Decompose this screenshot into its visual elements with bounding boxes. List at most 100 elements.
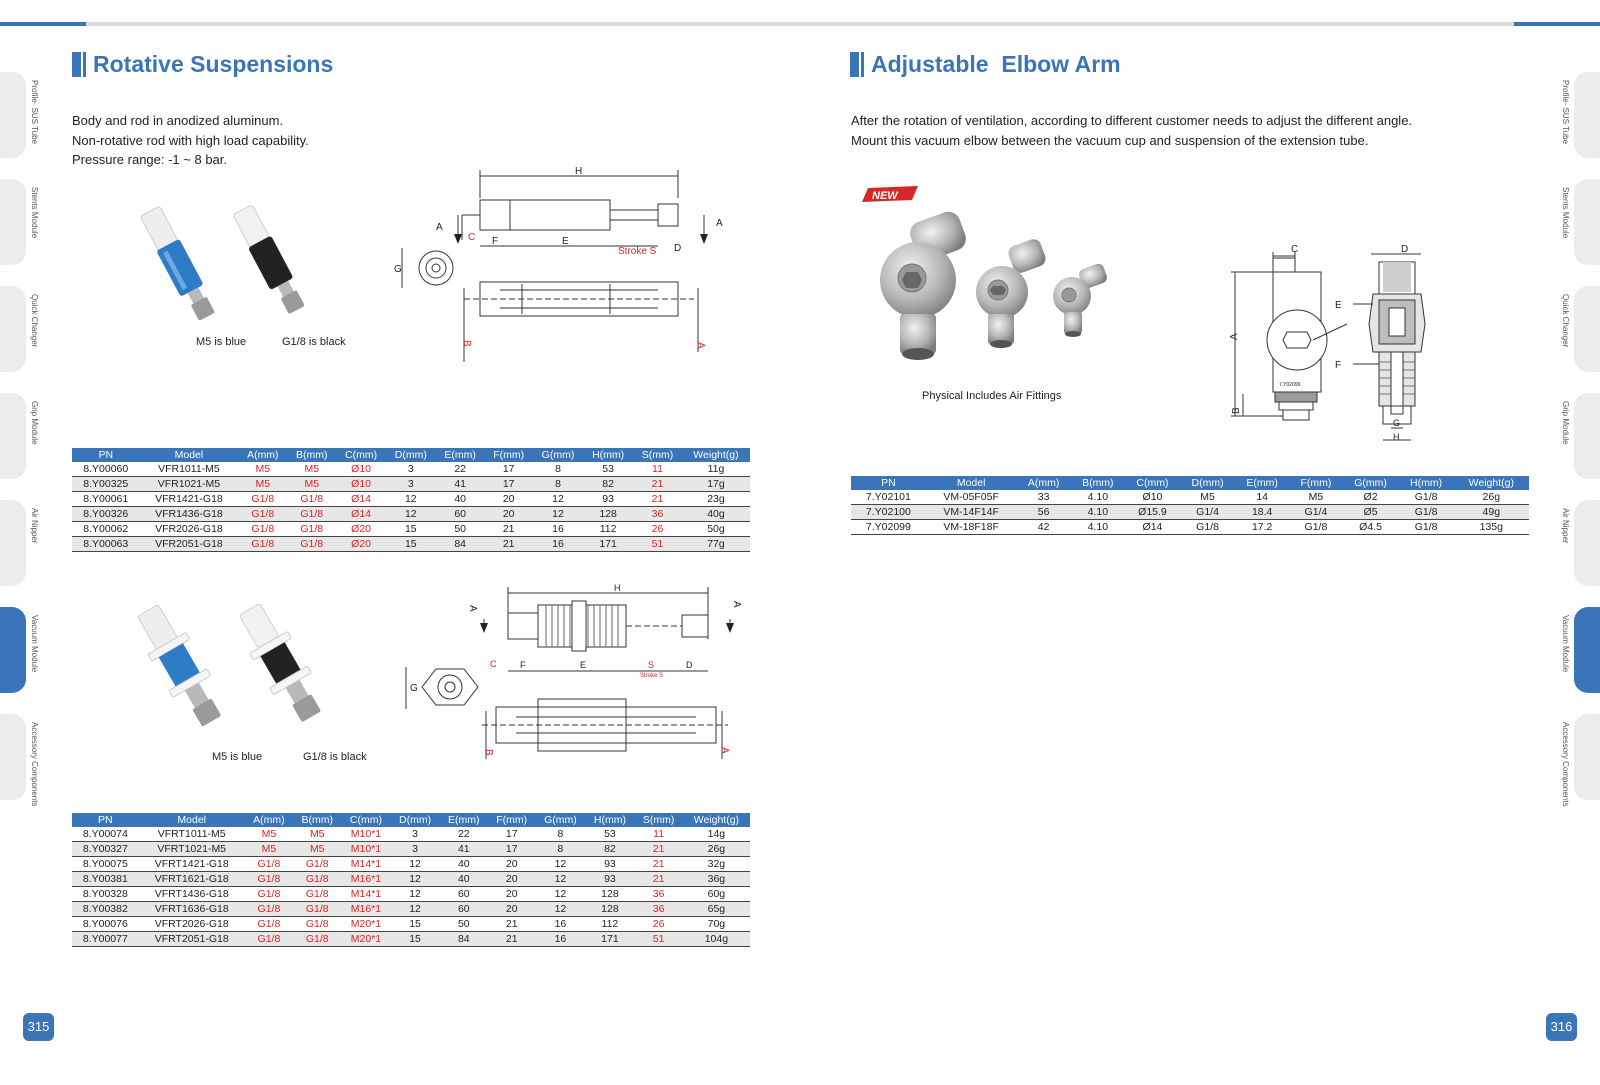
table-cell: G1/8 <box>244 886 294 902</box>
table-cell: Ø4.5 <box>1342 519 1399 535</box>
table-cell: 50 <box>439 916 488 932</box>
table-cell: 21 <box>484 521 533 537</box>
table-cell: 3 <box>390 841 440 857</box>
table-cell: 12 <box>535 901 586 917</box>
table-cell: G1/8 <box>244 856 294 872</box>
table-cell: G1/8 <box>244 916 294 932</box>
table-cell: VM-05F05F <box>925 490 1017 505</box>
description-line: Pressure range: -1 ~ 8 bar. <box>72 152 228 167</box>
table-cell: VFRT1421-G18 <box>138 856 245 872</box>
side-tab-grip-module[interactable]: Grip Module <box>0 393 39 479</box>
table-header: D(mm) <box>390 813 440 827</box>
table-cell: 171 <box>583 536 633 552</box>
side-tab-accessory-components[interactable]: Accessory Components <box>0 714 39 806</box>
table-cell: VM-14F14F <box>925 504 1017 520</box>
side-tab-vacuum-module[interactable]: Vacuum Module <box>0 607 39 693</box>
table-cell: Ø10 <box>1124 490 1180 505</box>
side-tab-label: Vacuum Module <box>1561 615 1570 673</box>
table-cell: 84 <box>435 536 485 552</box>
table-cell: Ø15.9 <box>1124 504 1180 520</box>
table-header: B(mm) <box>1070 476 1125 490</box>
table-header: B(mm) <box>293 813 342 827</box>
side-tab-quick-changer[interactable]: Quick Changer <box>1561 286 1600 372</box>
table-cell: 11 <box>633 462 682 477</box>
table-cell: G1/8 <box>1398 490 1454 505</box>
table-cell: 23g <box>681 491 750 507</box>
table-header: F(mm) <box>1289 476 1343 490</box>
side-tabs-right: Profile· SUS Tube Stents Module Quick Ch… <box>1561 72 1600 821</box>
table-cell: VFR1011-M5 <box>139 462 239 477</box>
table-header: Weight(g) <box>1453 476 1529 490</box>
new-badge: NEW <box>862 186 918 202</box>
table-cell: G1/8 <box>1180 519 1236 535</box>
table-header: H(mm) <box>585 813 635 827</box>
table-cell: 3 <box>385 476 436 492</box>
table-cell: 20 <box>487 901 536 917</box>
side-tab-profile-sus-tube[interactable]: Profile· SUS Tube <box>0 72 39 158</box>
table-cell: 21 <box>487 931 536 947</box>
table-cell: 128 <box>583 506 633 522</box>
dim-label-a: A <box>731 601 742 608</box>
table-cell: 22 <box>439 827 488 842</box>
table-cell: 8.Y00061 <box>72 491 140 507</box>
table-cell: VFRT1436-G18 <box>138 886 245 902</box>
dim-label-d: D <box>1401 244 1408 255</box>
table-header: C(mm) <box>1124 476 1180 490</box>
table-cell: 8 <box>532 476 584 492</box>
table-cell: 8.Y00060 <box>72 462 140 477</box>
table-cell: 41 <box>435 476 485 492</box>
table-cell: G1/8 <box>244 871 294 887</box>
side-tab-grip-module[interactable]: Grip Module <box>1561 393 1600 479</box>
side-tab-air-nipper[interactable]: Air Nipper <box>0 500 39 586</box>
table-cell: G1/8 <box>287 521 337 537</box>
dim-label-f: F <box>1335 360 1341 371</box>
table-cell: M16*1 <box>341 901 391 917</box>
side-tab-stents-module[interactable]: Stents Module <box>1561 179 1600 265</box>
table-cell: 17 <box>484 462 533 477</box>
table-cell: M10*1 <box>341 827 391 842</box>
table-cell: 12 <box>390 901 440 917</box>
table-cell: 16 <box>535 931 586 947</box>
table-cell: M20*1 <box>341 931 391 947</box>
table-cell: VFR1436-G18 <box>139 506 239 522</box>
table-cell: G1/8 <box>238 521 288 537</box>
table-cell: G1/8 <box>238 491 288 507</box>
table-cell: 16 <box>532 536 584 552</box>
product-photo-elbow-arm <box>880 211 1107 360</box>
table-cell: VM-18F18F <box>925 519 1017 535</box>
table-cell: 77g <box>681 536 750 552</box>
table-cell: 49g <box>1453 504 1529 520</box>
table-cell: 82 <box>583 476 633 492</box>
table-cell: VFRT1621-G18 <box>138 871 245 887</box>
caption-m5-blue: M5 is blue <box>196 336 247 348</box>
product-photo-rotative-suspension-threaded <box>138 603 321 726</box>
table-cell: M5 <box>244 841 294 857</box>
table-cell: M5 <box>287 476 337 492</box>
side-tab-accessory-components[interactable]: Accessory Components <box>1561 714 1600 806</box>
table-header: PN <box>72 448 140 462</box>
table-cell: 8.Y00074 <box>72 827 139 842</box>
new-badge-text: NEW <box>872 190 899 202</box>
side-tab-quick-changer[interactable]: Quick Changer <box>0 286 39 372</box>
table-cell: 8.Y00062 <box>72 521 140 537</box>
table-cell: 16 <box>532 521 584 537</box>
table-cell: 60 <box>439 901 488 917</box>
table-cell: 20 <box>487 886 536 902</box>
table-cell: 22 <box>435 462 485 477</box>
elbow-large <box>880 211 966 360</box>
description-line: After the rotation of ventilation, accor… <box>851 113 1413 128</box>
side-tab-air-nipper[interactable]: Air Nipper <box>1561 500 1600 586</box>
side-tab-stents-module[interactable]: Stents Module <box>0 179 39 265</box>
side-tab-vacuum-module[interactable]: Vacuum Module <box>1561 607 1600 693</box>
table-cell: 15 <box>390 931 440 947</box>
table-cell: 36 <box>634 886 683 902</box>
side-tab-profile-sus-tube[interactable]: Profile· SUS Tube <box>1561 72 1600 158</box>
table-header: C(mm) <box>341 813 391 827</box>
dim-label-f: F <box>492 236 498 247</box>
dim-label-a: A <box>719 747 730 754</box>
title-marker <box>850 52 859 77</box>
